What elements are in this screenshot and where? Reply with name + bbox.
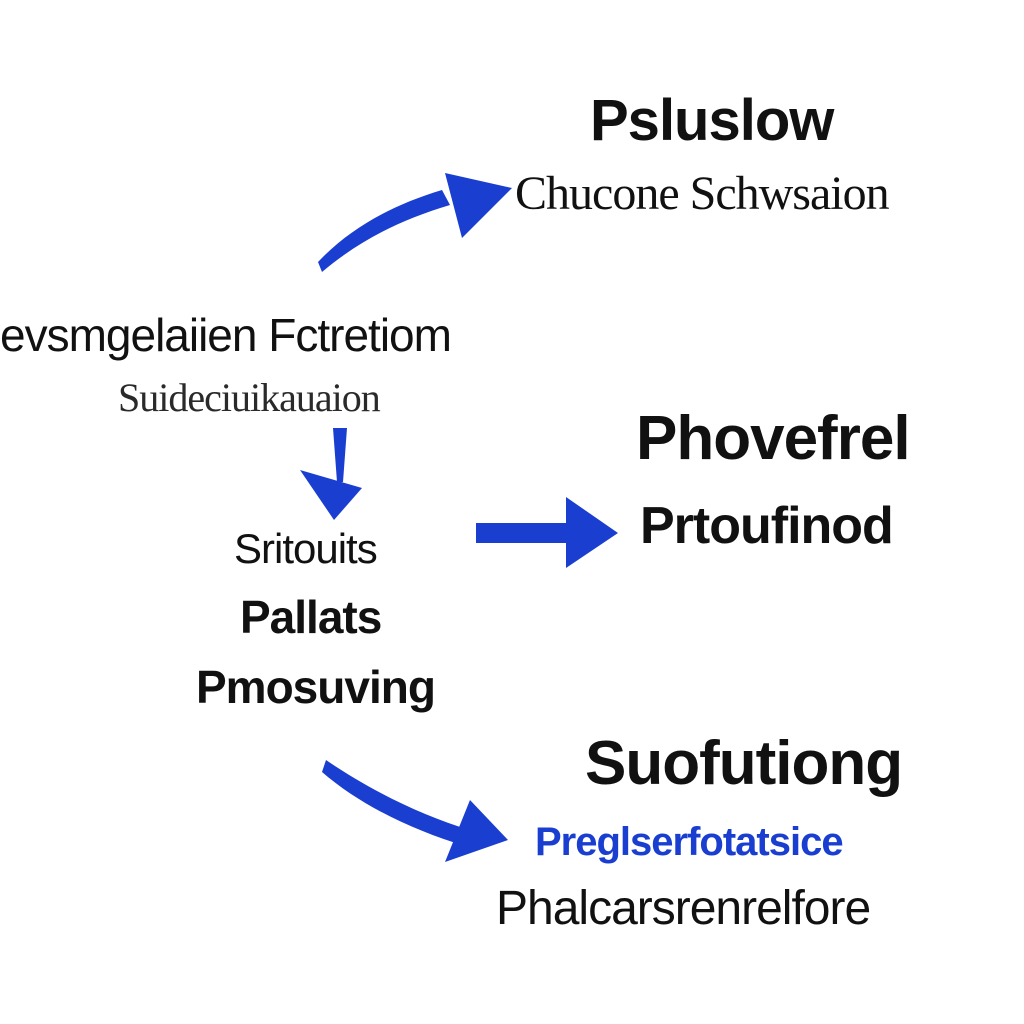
arrow-down-to-center (300, 428, 362, 520)
right-node-subtitle: Prtoufinod (640, 497, 894, 555)
top-node-subtitle: Chucone Schwsaion (515, 167, 890, 220)
center-node-line1: Sritouits (234, 525, 378, 572)
right-node-title: Phovefrel (636, 404, 911, 473)
arrow-to-top-node (318, 173, 512, 272)
arrow-to-bottom-node (322, 760, 508, 862)
bottom-node-line3: Phalcarsrenrelfore (496, 882, 871, 935)
bottom-node-title: Suofutiong (585, 729, 903, 798)
arrow-right-to-right-node (476, 497, 618, 568)
top-node-title: Psluslow (590, 88, 834, 153)
center-node-line2: Pallats (240, 591, 382, 643)
center-node-line3: Pmosuving (196, 661, 436, 713)
left-node-subtitle: Suideciuikauaion (118, 375, 381, 420)
bottom-node-line2: Preglserfotatsice (535, 820, 844, 864)
left-node-title: evsmgelaiien Fctretiom (0, 309, 452, 361)
